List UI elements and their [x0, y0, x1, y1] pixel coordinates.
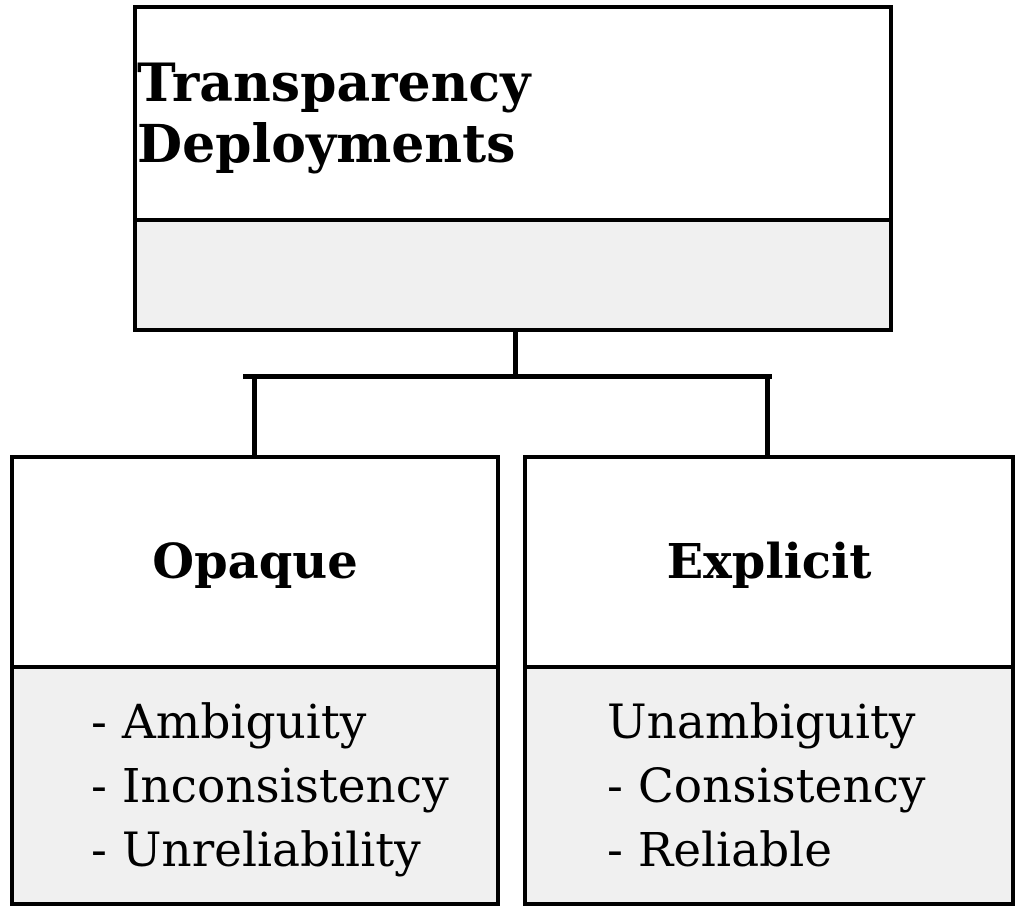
opaque-node-body: - Ambiguity - Inconsistency - Unreliabil…	[14, 669, 496, 902]
root-node-header: Transparency Deployments	[137, 9, 889, 222]
opaque-properties-list: - Ambiguity - Inconsistency - Unreliabil…	[91, 691, 449, 883]
connector-root-stem	[513, 332, 518, 378]
connector-left-drop	[252, 376, 257, 458]
opaque-property-item: - Inconsistency	[91, 759, 449, 814]
opaque-node-header: Opaque	[14, 459, 496, 669]
explicit-node-body: Unambiguity - Consistency - Reliable	[527, 669, 1011, 902]
connector-horizontal-bar	[243, 374, 772, 379]
opaque-node-title: Opaque	[152, 534, 358, 590]
explicit-property-item: Unambiguity	[607, 695, 916, 750]
explicit-properties-list: Unambiguity - Consistency - Reliable	[607, 691, 925, 883]
root-node: Transparency Deployments	[133, 5, 893, 332]
explicit-node: Explicit Unambiguity - Consistency - Rel…	[523, 455, 1015, 906]
explicit-property-item: - Reliable	[607, 823, 833, 878]
explicit-node-header: Explicit	[527, 459, 1011, 669]
explicit-property-item: - Consistency	[607, 759, 926, 814]
root-node-body	[137, 222, 889, 328]
opaque-property-item: - Unreliability	[91, 823, 421, 878]
opaque-node: Opaque - Ambiguity - Inconsistency - Unr…	[10, 455, 500, 906]
connector-right-drop	[765, 376, 770, 458]
explicit-node-title: Explicit	[666, 534, 872, 590]
root-node-title: Transparency Deployments	[137, 52, 531, 175]
opaque-property-item: - Ambiguity	[91, 695, 367, 750]
